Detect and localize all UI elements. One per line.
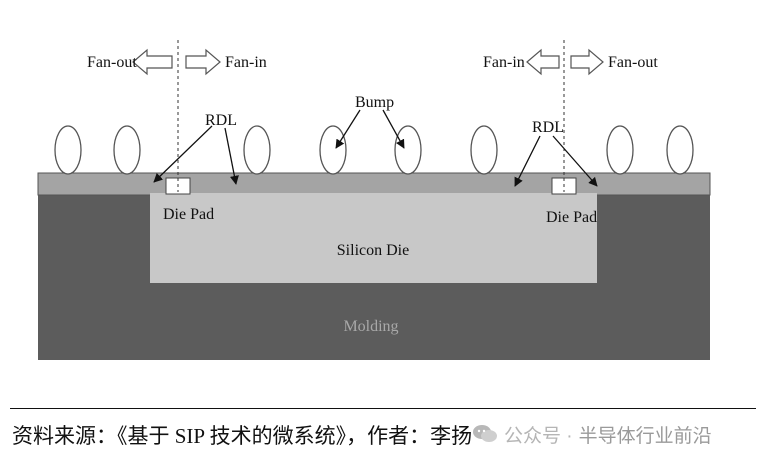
rdl-right-leader [514, 135, 541, 187]
package-cross-section-diagram: Fan-out Fan-in Fan-in Fan-out RDL Bump R… [37, 40, 711, 360]
bump [470, 125, 498, 175]
label-fan-out-right: Fan-out [608, 54, 658, 71]
rdl-left-leader [224, 127, 239, 185]
label-die-pad-right: Die Pad [546, 209, 597, 226]
label-fan-in-right: Fan-in [483, 54, 525, 71]
bump [606, 125, 634, 175]
bump [243, 125, 271, 175]
label-die-pad-left: Die Pad [163, 206, 214, 223]
label-silicon-die: Silicon Die [337, 242, 409, 259]
bump [394, 125, 422, 175]
bump-leader [335, 109, 361, 149]
wechat-icon [472, 424, 498, 444]
arrow-left-icon [132, 48, 173, 76]
watermark-name: 半导体行业前沿 [578, 425, 712, 447]
rdl-right-leader [552, 135, 598, 187]
arrow-left-icon [526, 48, 560, 76]
label-rdl-right: RDL [532, 119, 564, 136]
rdl-layer [37, 172, 711, 196]
bump [54, 125, 82, 175]
rdl-left-leader [153, 125, 213, 183]
label-molding: Molding [343, 318, 398, 335]
label-rdl-left: RDL [205, 112, 237, 129]
watermark: 公众号 · 半导体行业前沿 [472, 420, 712, 448]
bump [666, 125, 694, 175]
caption-divider [10, 408, 756, 409]
label-fan-in-left: Fan-in [225, 54, 267, 71]
source-caption: 资料来源：《基于 SIP 技术的微系统》，作者：李扬 [12, 424, 473, 448]
watermark-prefix: 公众号 · [504, 425, 573, 447]
label-bump: Bump [355, 94, 394, 111]
solder-bumps [54, 125, 694, 175]
bump-leader [382, 109, 405, 149]
silicon-die [150, 193, 597, 283]
arrow-right-icon [570, 48, 604, 76]
bump [319, 125, 347, 175]
arrow-right-icon [185, 48, 221, 76]
bump [113, 125, 141, 175]
label-fan-out-left: Fan-out [87, 54, 137, 71]
